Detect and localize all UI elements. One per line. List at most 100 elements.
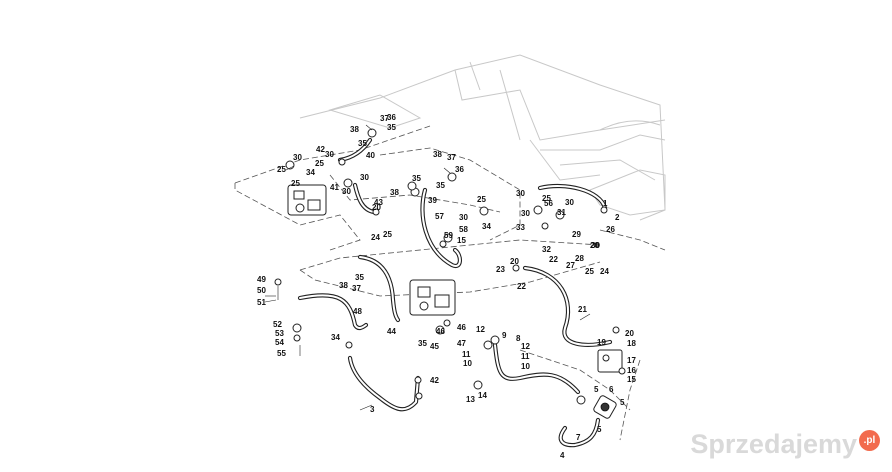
fitting-20 <box>372 208 380 216</box>
callout: 46 <box>457 323 466 332</box>
callout: 14 <box>478 391 487 400</box>
callout: 23 <box>496 265 505 274</box>
callout: 12 <box>476 325 485 334</box>
callout: 42 <box>316 145 325 154</box>
watermark: Sprzedajemy .pl <box>690 426 880 462</box>
callout: 37 <box>380 114 389 123</box>
callout: 7 <box>576 433 581 442</box>
callout: 20 <box>590 241 599 250</box>
hose-3 <box>347 355 421 412</box>
fitting-34 <box>479 206 489 216</box>
callout: 45 <box>430 342 439 351</box>
fitting-47 <box>443 319 451 327</box>
callout: 48 <box>353 307 362 316</box>
callout: 35 <box>355 273 364 282</box>
fitting-49 <box>274 278 282 286</box>
callout: 38 <box>339 281 348 290</box>
callout: 30 <box>360 173 369 182</box>
callout: 35 <box>418 339 427 348</box>
callout: 52 <box>273 320 282 329</box>
fitting-1 <box>600 206 608 214</box>
fitting-31 <box>555 210 565 220</box>
callout: 40 <box>366 151 375 160</box>
callout: 53 <box>275 329 284 338</box>
callout: 15 <box>627 375 636 384</box>
callout: 30 <box>516 189 525 198</box>
watermark-text: Sprzedajemy <box>690 428 857 459</box>
fitting-9 <box>490 335 500 345</box>
callout: 32 <box>542 245 551 254</box>
callout: 30 <box>591 241 600 250</box>
fitting-52 <box>292 323 302 333</box>
fitting-30-c <box>415 392 423 400</box>
callout: 35 <box>358 139 367 148</box>
callout: 36 <box>455 165 464 174</box>
callout: 58 <box>459 225 468 234</box>
callout: 42 <box>430 376 439 385</box>
valve-block-right <box>597 349 623 373</box>
callout: 19 <box>597 338 606 347</box>
callout: 10 <box>463 359 472 368</box>
fitting-13 <box>473 380 483 390</box>
callout: 25 <box>383 230 392 239</box>
callout: 22 <box>549 255 558 264</box>
hose-48 <box>297 293 369 331</box>
callout: 25 <box>585 267 594 276</box>
callout: 44 <box>387 327 396 336</box>
fitting-34-b <box>345 341 353 349</box>
tractor-frame-outline <box>299 54 666 221</box>
callout: 59 <box>444 231 453 240</box>
callout: 51 <box>257 298 266 307</box>
callout: 9 <box>502 331 507 340</box>
callout: 30 <box>325 150 334 159</box>
callout: 6 <box>609 385 614 394</box>
watermark-badge: .pl <box>859 429 880 451</box>
callout: 28 <box>575 254 584 263</box>
callout: 43 <box>374 198 383 207</box>
callout: 13 <box>466 395 475 404</box>
callout: 36 <box>387 113 396 122</box>
callout: 2 <box>615 213 620 222</box>
callout: 8 <box>516 334 521 343</box>
callout: 37 <box>447 153 456 162</box>
callout: 1 <box>603 199 608 208</box>
callout: 26 <box>606 225 615 234</box>
callout: 25 <box>277 165 286 174</box>
callout: 17 <box>627 356 636 365</box>
callout: 33 <box>516 223 525 232</box>
callout: 55 <box>277 349 286 358</box>
callout: 25 <box>542 194 551 203</box>
hose-26 <box>537 183 608 211</box>
callout: 30 <box>342 187 351 196</box>
flange-5-6 <box>593 395 617 419</box>
fitting-16 <box>618 367 626 375</box>
callout: 4 <box>560 451 565 460</box>
fitting-55 <box>533 205 543 215</box>
fitting-12 <box>483 340 493 350</box>
fitting-41 <box>343 178 353 188</box>
hose-44 <box>357 254 401 323</box>
callout: 3 <box>370 405 375 414</box>
callout: 24 <box>600 267 609 276</box>
callout: 37 <box>352 284 361 293</box>
hose-56-39 <box>420 187 462 269</box>
callout: 10 <box>521 362 530 371</box>
callout: 16 <box>627 366 636 375</box>
callout: 20 <box>625 329 634 338</box>
callout: 35 <box>436 181 445 190</box>
fitting-57 <box>443 233 453 243</box>
callout: 5 <box>597 425 602 434</box>
callout: 35 <box>387 123 396 132</box>
callout: 38 <box>390 188 399 197</box>
callout: 47 <box>457 339 466 348</box>
callout: 5 <box>620 398 625 407</box>
callout: 31 <box>557 208 566 217</box>
callout: 30 <box>521 209 530 218</box>
callout: 29 <box>572 230 581 239</box>
fitting-35 <box>407 181 417 191</box>
callout: 25 <box>477 195 486 204</box>
dashed-assembly-lines <box>234 125 666 441</box>
callout: 41 <box>330 183 339 192</box>
callout: 11 <box>462 350 471 359</box>
